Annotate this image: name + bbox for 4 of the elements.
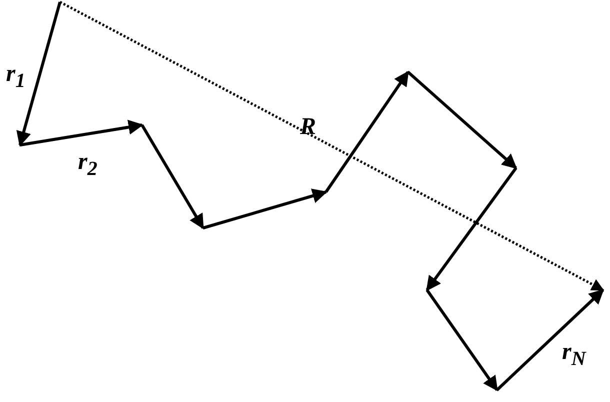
vector-label: R [300,115,316,139]
vector-label: r$_{N}$ [562,340,586,369]
vector-label: r$_{1}$ [6,62,26,91]
vector-label: r$_{2}$ [78,150,98,179]
